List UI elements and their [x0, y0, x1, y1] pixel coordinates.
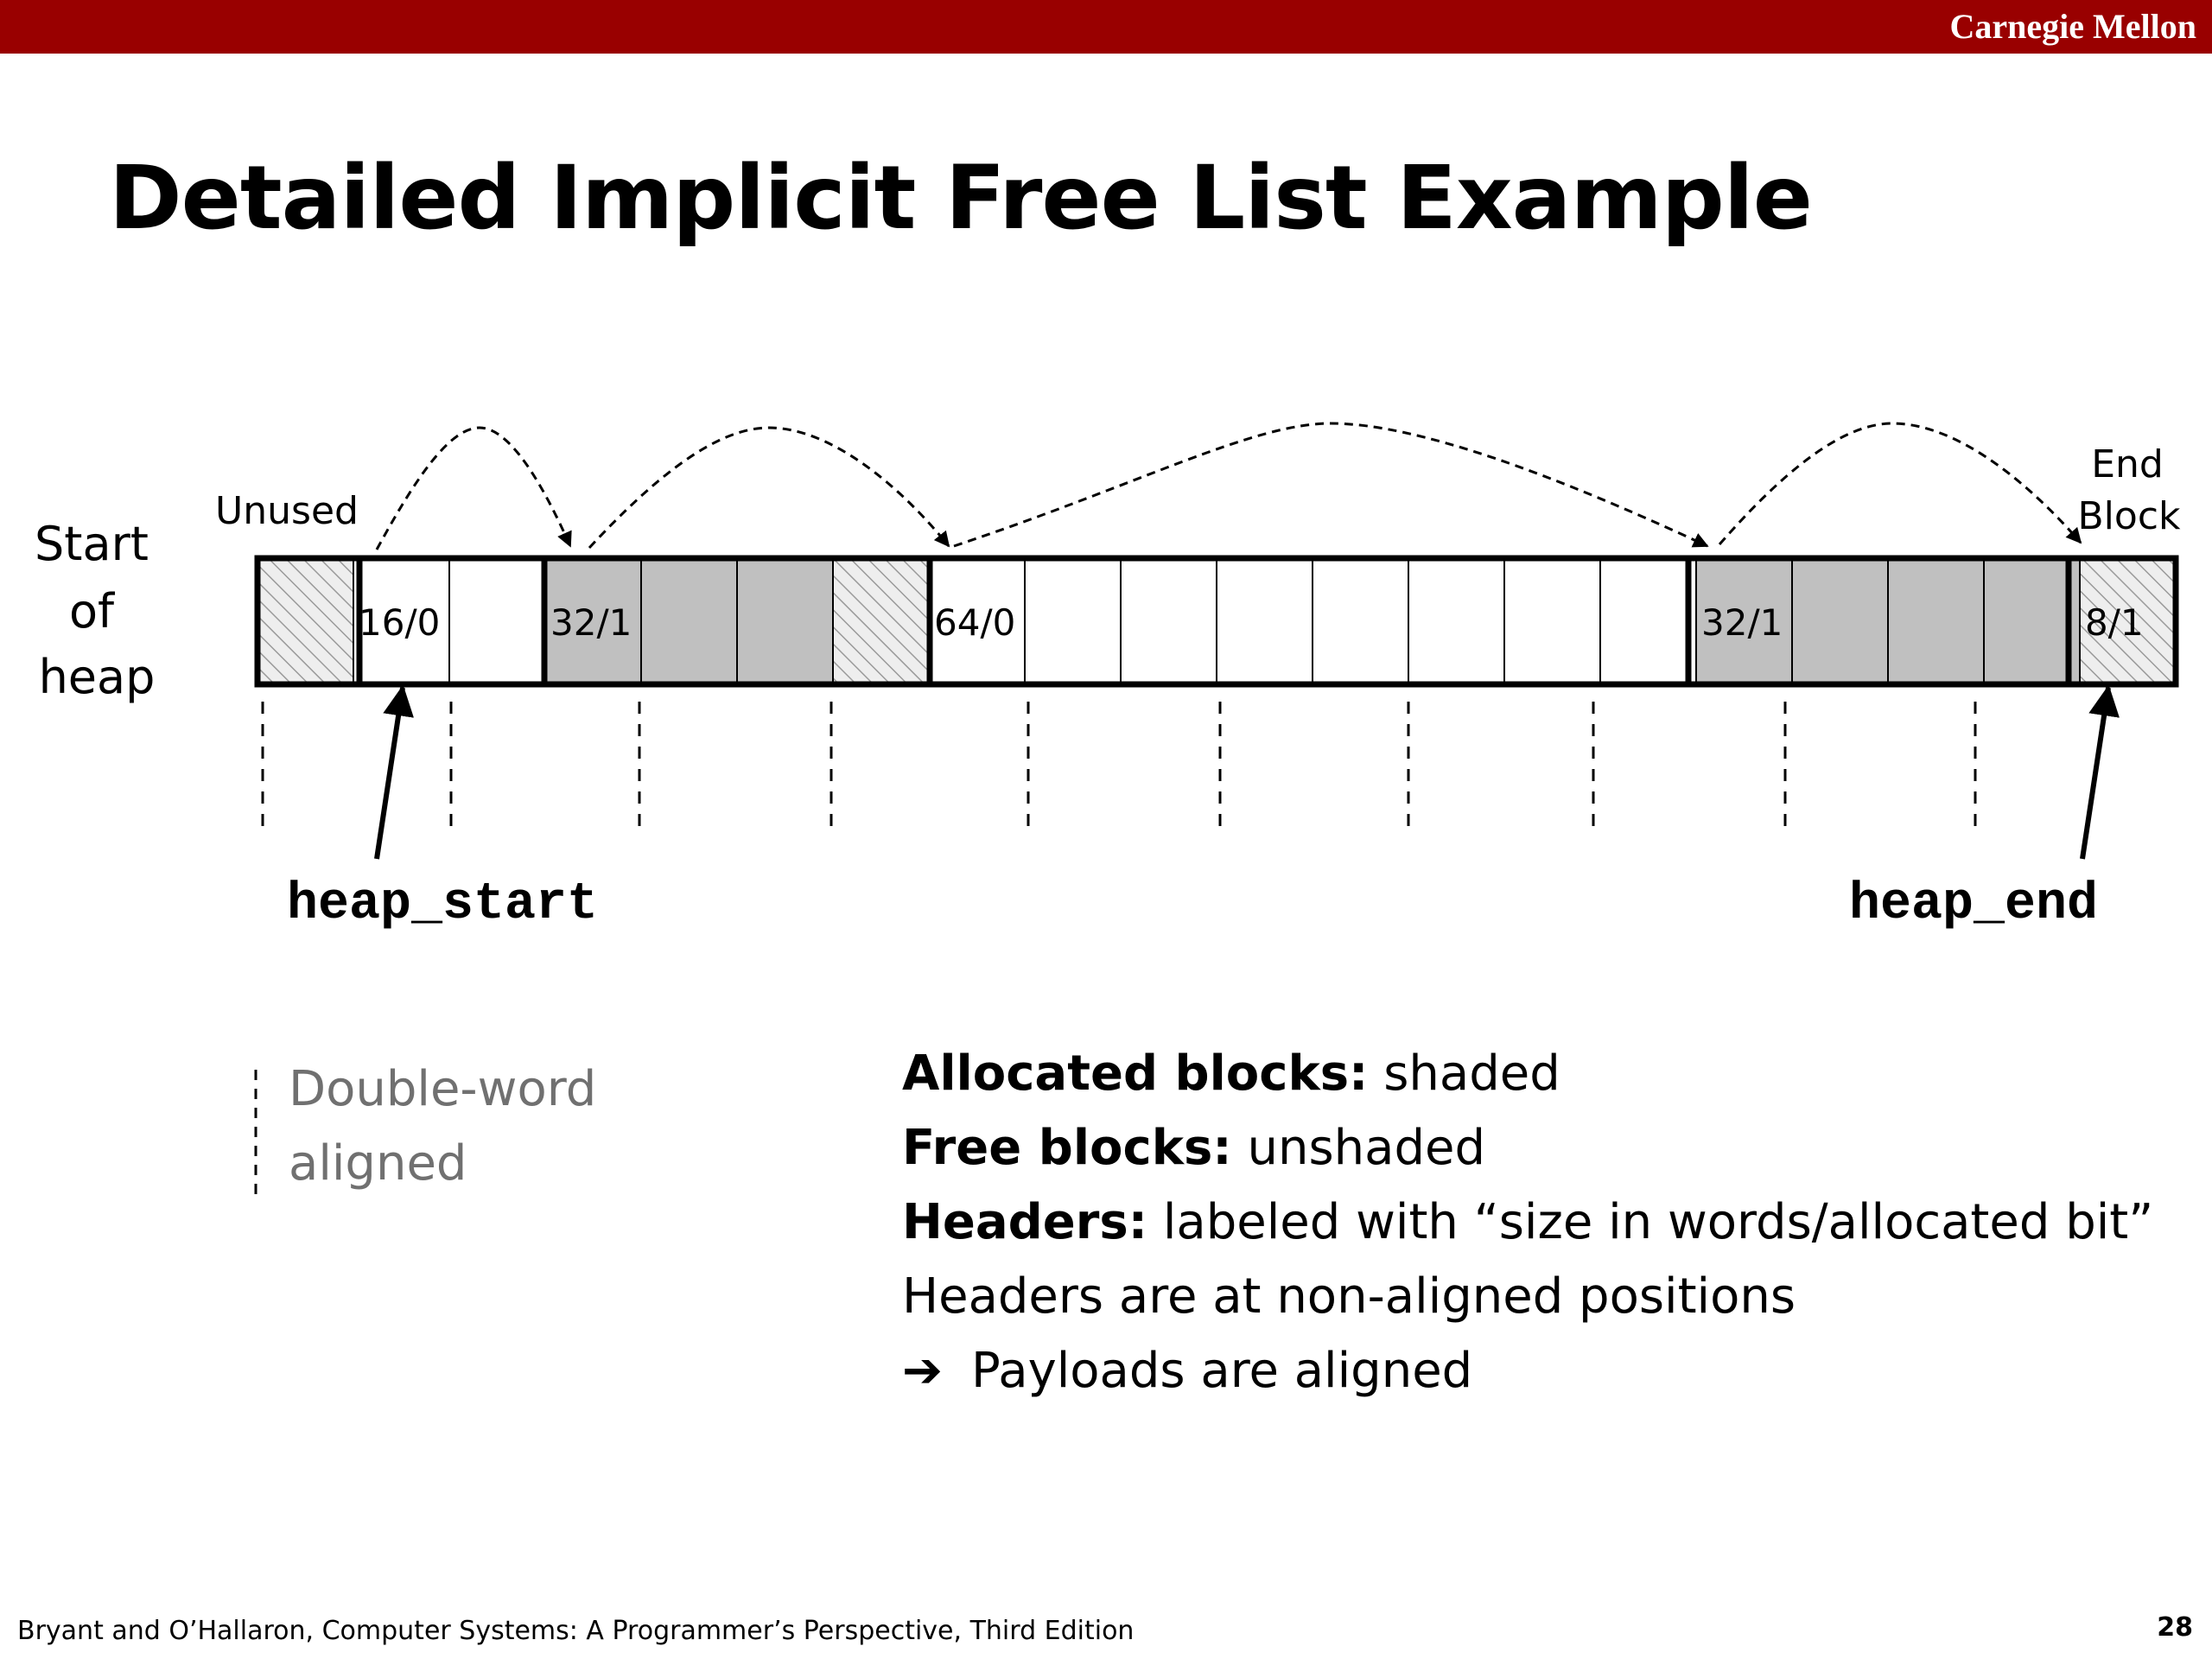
note-free-text: unshaded: [1231, 1120, 1485, 1176]
heap-word-free: [1408, 557, 1505, 685]
note-allocated-text: shaded: [1368, 1046, 1560, 1102]
next-block-arrows: [375, 422, 2082, 550]
brand-name: Carnegie Mellon: [1949, 7, 2197, 46]
start-of-heap-label-1: Start: [35, 517, 149, 571]
heap-word-allocated: [1983, 557, 2081, 685]
heap-word-free: [1024, 557, 1122, 685]
heap-start-pointer-arrow: [374, 684, 414, 860]
heap-word-hatched: [257, 557, 354, 685]
heap-word-hatched: [832, 557, 930, 685]
note-free-term: Free blocks:: [902, 1120, 1232, 1176]
note-headers: Headers: labeled with “size in words/all…: [902, 1185, 2153, 1260]
note-allocated-term: Allocated blocks:: [902, 1046, 1369, 1102]
heap-word-free: [448, 557, 546, 685]
right-arrow-icon: ➔: [902, 1343, 943, 1399]
explanation-list: Allocated blocks: shaded Free blocks: un…: [902, 1037, 2153, 1408]
block-outline-heap: [254, 555, 2179, 688]
note-allocated: Allocated blocks: shaded: [902, 1037, 2153, 1111]
heap-cells: 16/0 32/1 64/0 32/1 8/1: [257, 557, 2177, 685]
heap-word-allocated: [640, 557, 738, 685]
footer-citation: Bryant and O’Hallaron, Computer Systems:…: [17, 1616, 1135, 1646]
legend-line-2: aligned: [289, 1135, 467, 1192]
end-block-label-1: End: [2091, 442, 2164, 486]
note-headers-term: Headers:: [902, 1194, 1148, 1250]
note-free: Free blocks: unshaded: [902, 1111, 2153, 1185]
heap-word-free: [1120, 557, 1217, 685]
header-label: 16/0: [359, 601, 440, 644]
arrow-32-to-64: [588, 426, 950, 550]
arrow-32-to-end: [1718, 422, 2082, 545]
unused-label: Unused: [215, 489, 359, 533]
alignment-legend: Double-word aligned: [289, 1052, 596, 1201]
note-payloads: ➔ Payloads are aligned: [902, 1334, 2153, 1408]
heap-end-label: heap_end: [1849, 875, 2098, 934]
heap-word-free: [1503, 557, 1601, 685]
slide-title: Detailed Implicit Free List Example: [109, 147, 1813, 250]
start-of-heap-label-2: of: [69, 584, 116, 639]
start-of-heap-label-3: heap: [39, 650, 156, 704]
heap-start-label: heap_start: [287, 875, 598, 934]
heap-word-allocated: [1791, 557, 1889, 685]
heap-word-free: [928, 557, 1026, 685]
heap-end-pointer-arrow: [2080, 684, 2120, 860]
page-number: 28: [2157, 1612, 2193, 1643]
note-nonaligned-text: Headers are at non-aligned positions: [902, 1268, 1796, 1325]
header-label: 32/1: [550, 601, 632, 644]
heap-word-allocated: [1695, 557, 1793, 685]
heap-word-allocated: [736, 557, 834, 685]
legend-line-1: Double-word: [289, 1061, 597, 1117]
heap-word-allocated: [1887, 557, 1985, 685]
heap-word-free: [1216, 557, 1313, 685]
header-label: 8/1: [2085, 601, 2144, 644]
note-nonaligned: Headers are at non-aligned positions: [902, 1260, 2153, 1334]
heap-word-hatched: [2079, 557, 2177, 685]
heap-word-free: [1599, 557, 1697, 685]
note-payloads-text: Payloads are aligned: [971, 1343, 1473, 1399]
header-label: 32/1: [1701, 601, 1783, 644]
heap-word-free: [1312, 557, 1409, 685]
arrow-64-to-32: [953, 422, 1709, 548]
alignment-markers: [261, 702, 1977, 831]
end-block-label-2: Block: [2077, 494, 2181, 538]
arrow-16-to-32: [375, 426, 572, 550]
header-bar: Carnegie Mellon: [0, 0, 2212, 54]
block-boundaries: [254, 555, 2179, 688]
note-headers-text: labeled with “size in words/allocated bi…: [1147, 1194, 2154, 1250]
header-label: 64/0: [934, 601, 1015, 644]
